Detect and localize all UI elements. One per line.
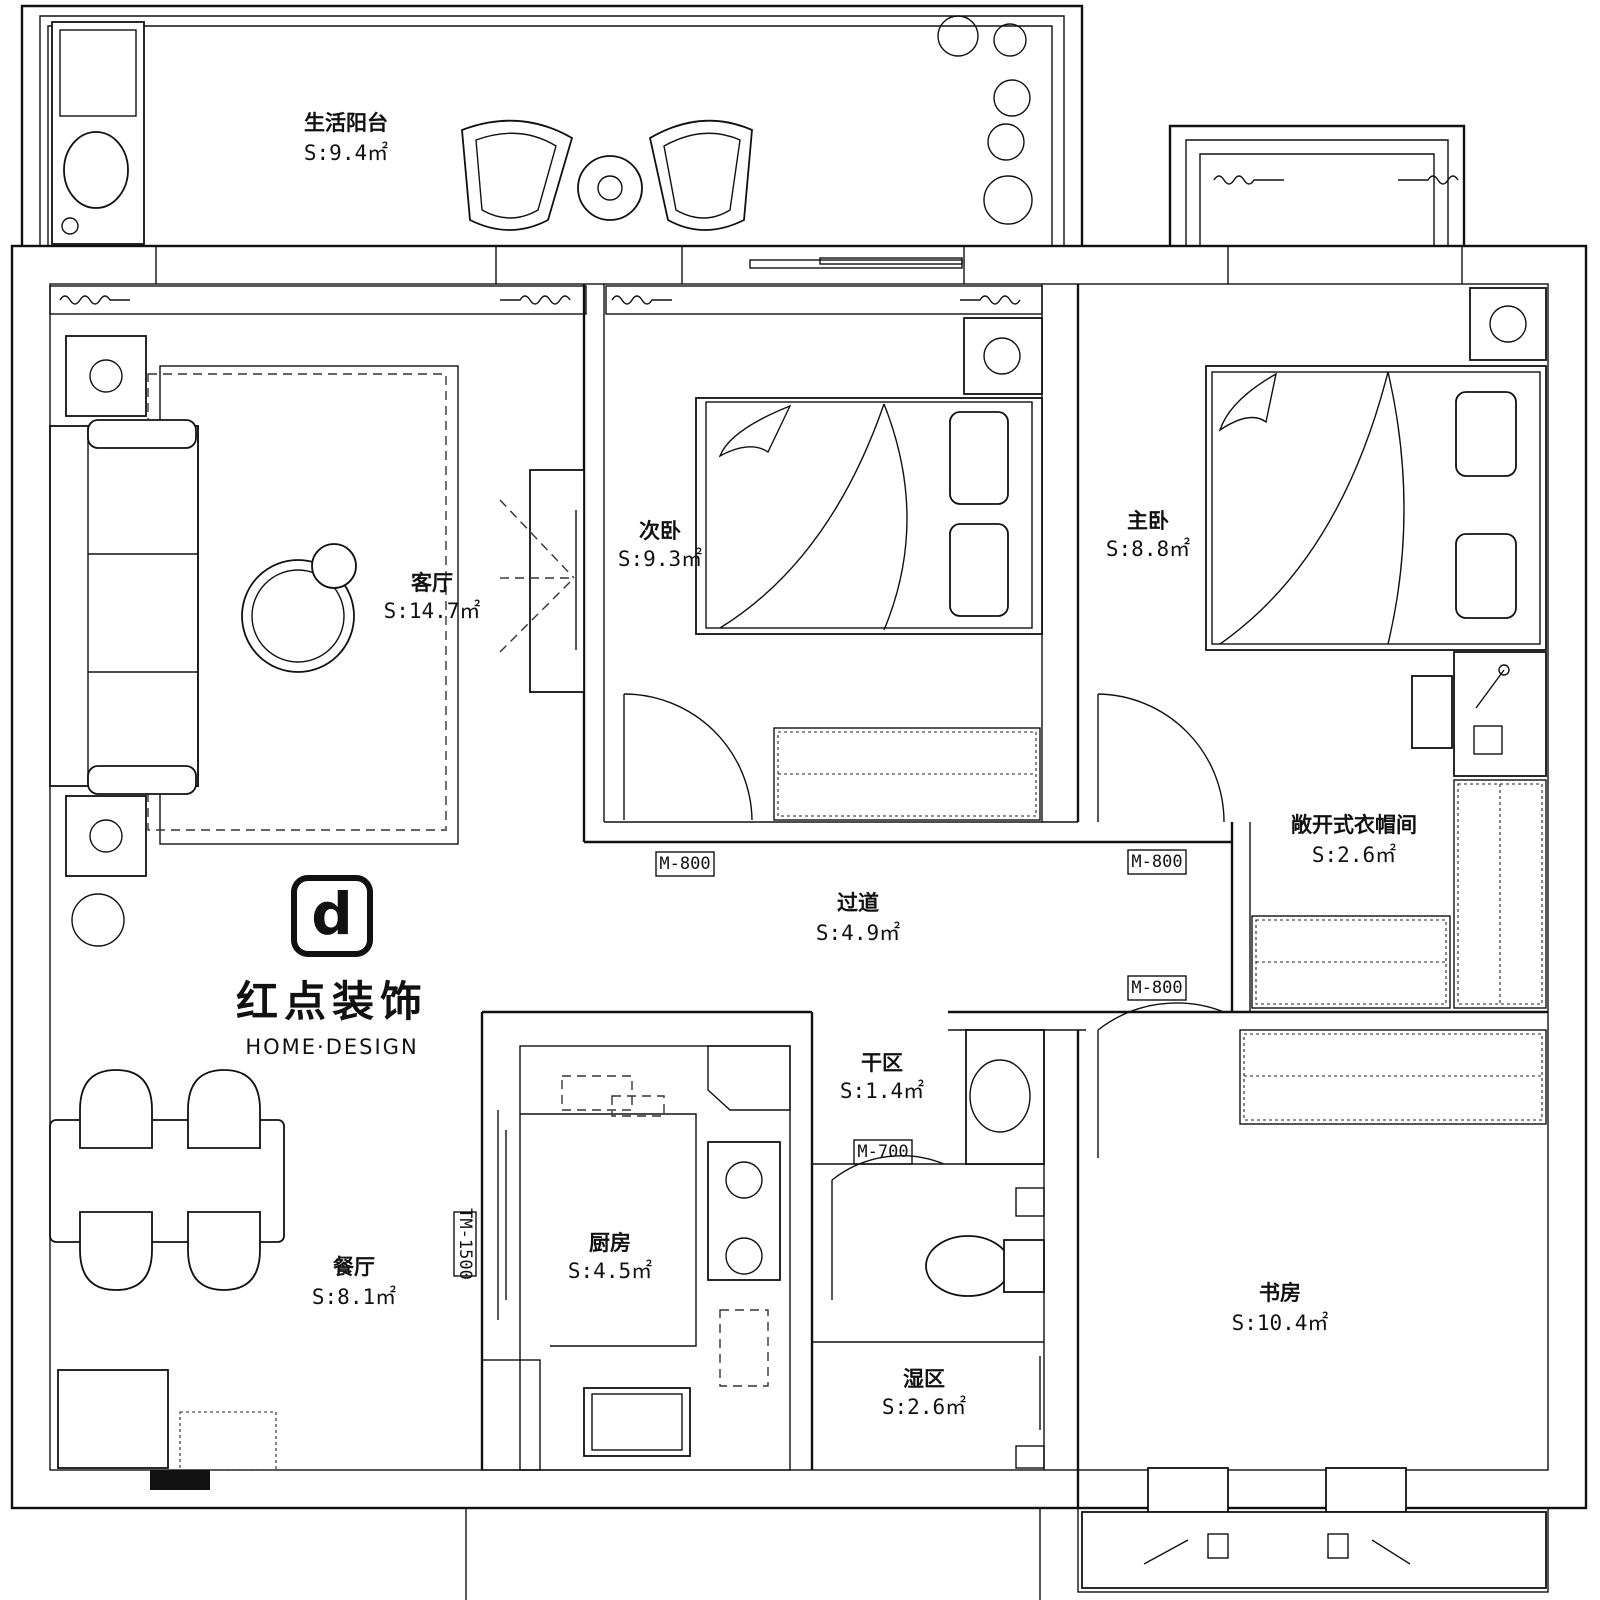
room-area-closet: S:2.6㎡ — [1312, 843, 1396, 867]
toilet — [925, 1235, 1011, 1297]
room-area-wet-area: S:2.6㎡ — [882, 1395, 966, 1419]
living-furniture — [49, 335, 585, 947]
room-area-balcony: S:9.4㎡ — [304, 141, 388, 165]
room-name-hallway: 过道 — [837, 891, 879, 915]
second-bedroom-furniture — [623, 317, 1043, 821]
room-area-master-bedroom: S:8.8㎡ — [1106, 537, 1190, 561]
door-tag: TM-1500 — [455, 1208, 475, 1280]
door-tag: M-800 — [1131, 978, 1182, 998]
chair — [1411, 675, 1453, 749]
plant — [71, 893, 125, 947]
room-area-second-bedroom: S:9.3㎡ — [618, 547, 702, 571]
wardrobe — [773, 727, 1041, 821]
bay-window — [1168, 124, 1466, 246]
side-table — [65, 335, 147, 417]
room-area-dry-area: S:1.4㎡ — [840, 1079, 924, 1103]
room-name-wet-area: 湿区 — [903, 1367, 945, 1391]
brand-glyph: d — [311, 880, 353, 948]
room-name-study: 书房 — [1259, 1281, 1301, 1305]
room-name-living: 客厅 — [411, 571, 453, 595]
dining-chair — [187, 1211, 261, 1291]
sink — [583, 1387, 691, 1457]
desk — [1081, 1511, 1547, 1589]
room-labels: 生活阳台 S:9.4㎡ 客厅 S:14.7㎡ 次卧 S:9.3㎡ 主卧 S:8.… — [304, 111, 1417, 1419]
bathroom-fixtures — [831, 1029, 1045, 1469]
wash-basin — [63, 131, 129, 209]
chair — [1325, 1467, 1407, 1513]
dining-chair — [79, 1069, 153, 1149]
closet-furniture — [1251, 779, 1547, 1009]
plant — [937, 15, 979, 57]
dining-chair — [79, 1211, 153, 1291]
door-tags: M-800 M-800 M-800 M-700 TM-1500 — [453, 849, 1187, 1280]
brand-name-en: HOME·DESIGN — [245, 1035, 418, 1059]
tv-cabinet — [529, 469, 585, 693]
brand-name-cn: 红点装饰 — [236, 977, 428, 1026]
room-area-living: S:14.7㎡ — [384, 599, 481, 623]
dining-chair — [187, 1069, 261, 1149]
plant — [983, 175, 1033, 225]
chair — [1147, 1467, 1229, 1513]
room-name-master-bedroom: 主卧 — [1127, 509, 1169, 533]
room-name-kitchen: 厨房 — [589, 1231, 631, 1255]
side-table — [65, 795, 147, 877]
plant — [993, 23, 1027, 57]
bookcase — [1239, 1029, 1547, 1125]
room-area-kitchen: S:4.5㎡ — [568, 1259, 652, 1283]
cabinet — [481, 1359, 541, 1471]
pillow — [949, 411, 1009, 505]
pillow — [1455, 391, 1517, 477]
fridge — [57, 1369, 169, 1469]
nightstand — [963, 317, 1043, 395]
pillow — [1455, 533, 1517, 619]
room-area-dining: S:8.1㎡ — [312, 1285, 396, 1309]
balcony-structure — [20, 4, 1084, 246]
room-name-closet: 敞开式衣帽间 — [1291, 813, 1417, 837]
outer-walls — [10, 244, 1588, 1510]
pillow — [949, 523, 1009, 617]
dining-furniture — [49, 1069, 285, 1490]
plant — [987, 123, 1025, 161]
heating-vents — [49, 175, 1459, 315]
door-tag: M-800 — [1131, 852, 1182, 872]
plant — [993, 79, 1031, 117]
study-furniture — [1081, 1002, 1547, 1589]
lounge-chair — [648, 119, 753, 231]
room-area-hallway: S:4.9㎡ — [816, 921, 900, 945]
master-bedroom-furniture — [1097, 287, 1547, 823]
room-name-second-bedroom: 次卧 — [639, 519, 681, 543]
door-tag: M-800 — [659, 854, 710, 874]
desk — [1453, 651, 1547, 777]
room-name-dining: 餐厅 — [333, 1255, 375, 1279]
room-area-study: S:10.4㎡ — [1232, 1311, 1329, 1335]
stove — [707, 1141, 781, 1281]
tea-table — [577, 155, 643, 221]
cabinet — [179, 1411, 277, 1471]
lounge-chair — [461, 119, 574, 231]
sofa — [49, 425, 199, 787]
brand-logo: d 红点装饰 HOME·DESIGN — [236, 875, 428, 1059]
wardrobe — [1251, 915, 1451, 1009]
wash-basin — [965, 1029, 1045, 1165]
brand-mark-icon — [291, 875, 373, 957]
wardrobe — [1453, 779, 1547, 1009]
door-tag: M-700 — [857, 1142, 908, 1162]
room-name-balcony: 生活阳台 — [304, 111, 388, 135]
room-name-dry-area: 干区 — [861, 1051, 903, 1075]
coffee-table — [241, 559, 355, 673]
nightstand — [1469, 287, 1547, 361]
kitchen-fixtures — [481, 1045, 791, 1471]
